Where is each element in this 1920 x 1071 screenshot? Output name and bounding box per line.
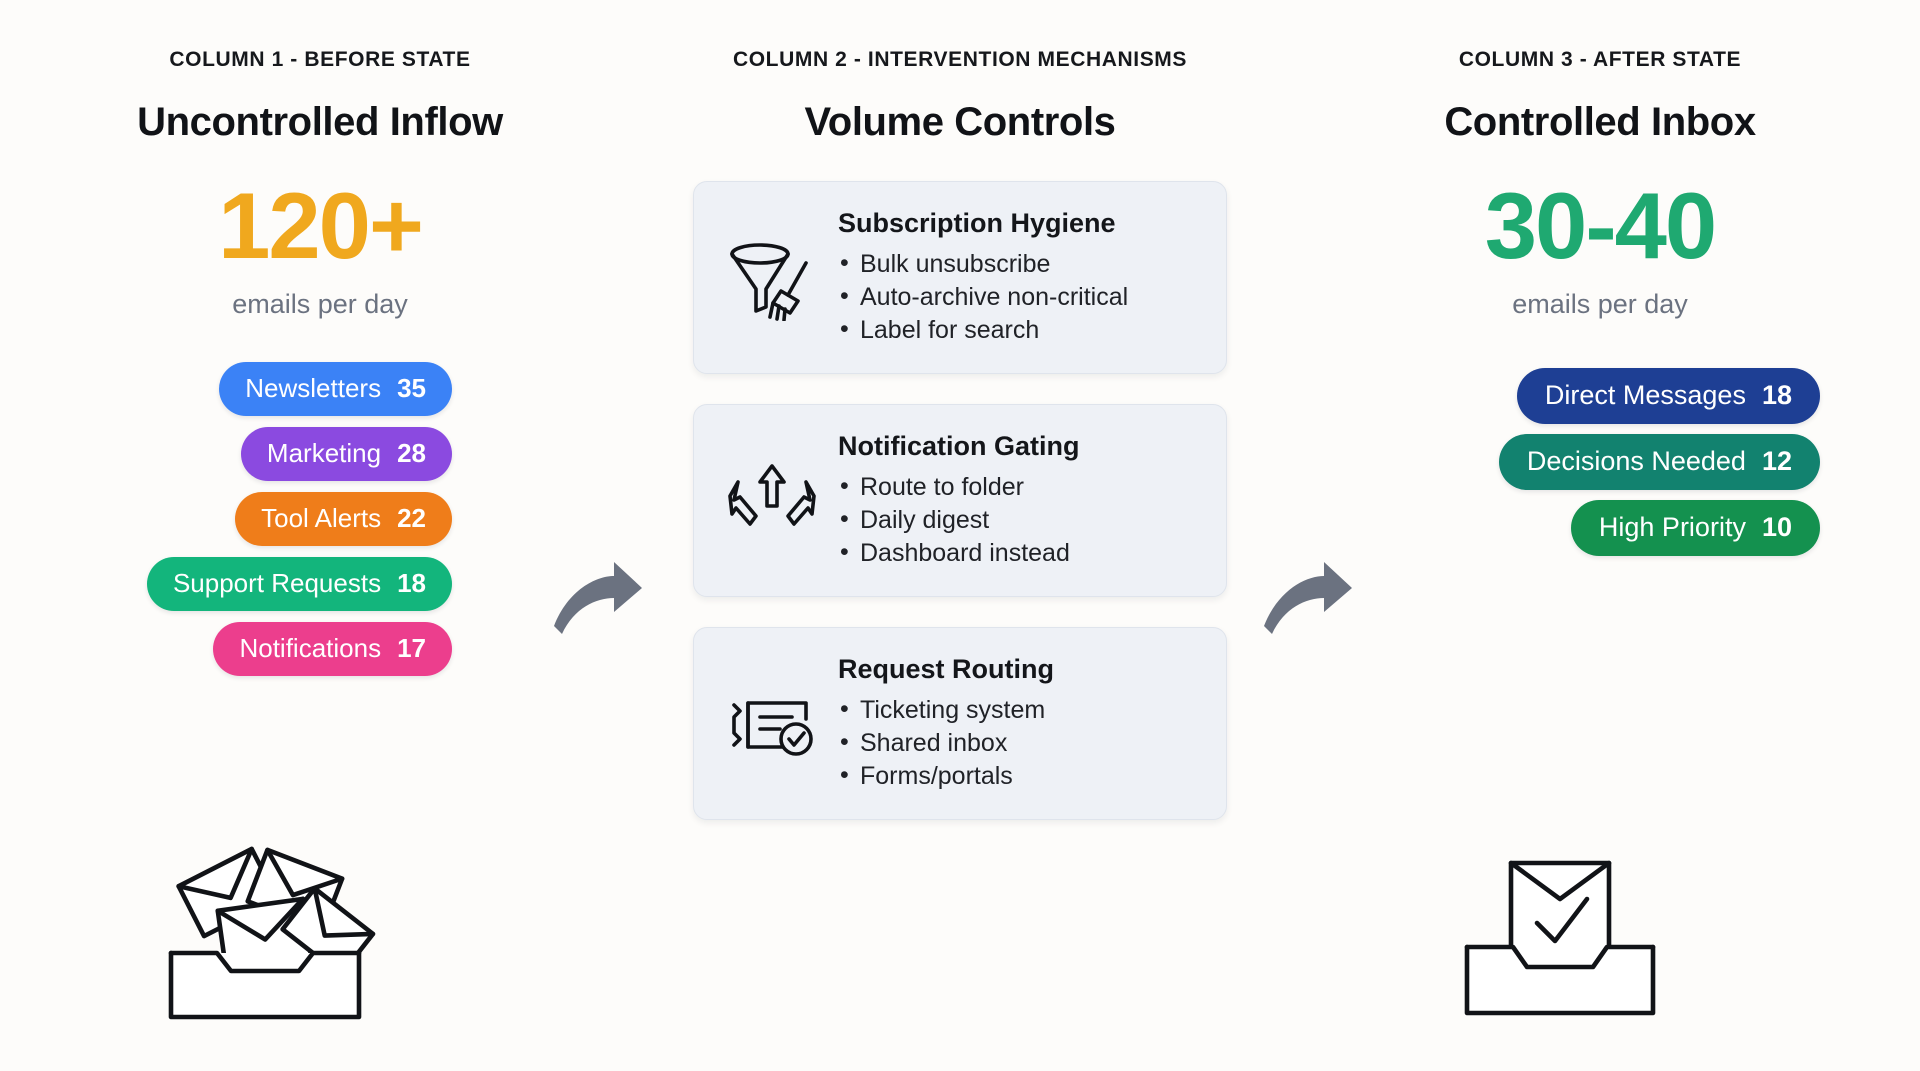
pill-label: Notifications: [239, 633, 382, 663]
pill-value: 12: [1761, 446, 1792, 476]
route-arrows-icon: [724, 458, 820, 544]
pill-value: 22: [397, 503, 426, 533]
card-bullet-list: Ticketing system Shared inbox Forms/port…: [838, 693, 1202, 793]
pill-notifications[interactable]: Notifications 17: [213, 622, 452, 676]
card-bullet: Route to folder: [838, 470, 1202, 504]
column-2-title: Volume Controls: [804, 100, 1116, 144]
pill-value: 10: [1761, 512, 1792, 542]
after-stat-value: 30-40: [1484, 173, 1717, 278]
card-bullet: Shared inbox: [838, 726, 1202, 760]
before-stat-value: 120+: [218, 173, 424, 278]
before-category-pill-list: Newsletters 35 Marketing 28 Tool Alerts …: [0, 362, 640, 676]
card-title: Subscription Hygiene: [838, 208, 1116, 238]
pill-newsletters[interactable]: Newsletters 35: [219, 362, 452, 416]
inbox-tray-illustration: [1280, 837, 1920, 1027]
pill-direct-messages[interactable]: Direct Messages 18: [1516, 368, 1820, 424]
card-bullet: Ticketing system: [838, 693, 1202, 727]
card-bullet: Bulk unsubscribe: [838, 247, 1202, 281]
column-1-kicker: COLUMN 1 - BEFORE STATE: [169, 48, 471, 71]
card-bullet-list: Bulk unsubscribe Auto-archive non-critic…: [838, 247, 1202, 347]
pill-label: Tool Alerts: [261, 503, 382, 533]
pill-label: Decisions Needed: [1526, 446, 1746, 476]
column-after-state: COLUMN 3 - AFTER STATE Controlled Inbox …: [1280, 0, 1920, 1071]
pill-value: 18: [1761, 380, 1792, 410]
card-bullet-list: Route to folder Daily digest Dashboard i…: [838, 470, 1202, 570]
pill-support-requests[interactable]: Support Requests 18: [146, 557, 452, 611]
pill-tool-alerts[interactable]: Tool Alerts 22: [235, 492, 452, 546]
column-before-state: COLUMN 1 - BEFORE STATE Uncontrolled Inf…: [0, 0, 640, 1071]
card-bullet: Auto-archive non-critical: [838, 280, 1202, 314]
card-bullet: Label for search: [838, 313, 1202, 347]
column-intervention-mechanisms: COLUMN 2 - INTERVENTION MECHANISMS Volum…: [640, 0, 1280, 1071]
card-bullet: Daily digest: [838, 503, 1202, 537]
pill-value: 18: [397, 568, 426, 598]
before-stat-caption: emails per day: [232, 289, 408, 319]
curved-arrow-icon: [554, 562, 642, 634]
arrow-col1-to-col2: [548, 560, 644, 640]
pill-value: 35: [397, 373, 426, 403]
column-1-title: Uncontrolled Inflow: [137, 100, 503, 144]
card-notification-gating[interactable]: Notification Gating Route to folder Dail…: [693, 404, 1227, 597]
column-3-title: Controlled Inbox: [1444, 100, 1756, 144]
messy-envelopes-illustration: [0, 835, 640, 1027]
pill-marketing[interactable]: Marketing 28: [240, 427, 452, 481]
inbox-tray-check-icon: [1464, 860, 1656, 1016]
card-subscription-hygiene[interactable]: Subscription Hygiene Bulk unsubscribe Au…: [693, 181, 1227, 374]
mechanism-card-list: Subscription Hygiene Bulk unsubscribe Au…: [640, 181, 1280, 820]
pill-value: 17: [397, 633, 426, 663]
card-body: Request Routing Ticketing system Shared …: [838, 654, 1202, 793]
arrow-col2-to-col3: [1258, 560, 1354, 640]
card-bullet: Forms/portals: [838, 759, 1202, 793]
after-stat-caption: emails per day: [1512, 289, 1688, 319]
card-request-routing[interactable]: Request Routing Ticketing system Shared …: [693, 627, 1227, 820]
pill-label: Marketing: [266, 438, 382, 468]
pill-label: Newsletters: [245, 373, 382, 403]
card-bullet: Dashboard instead: [838, 536, 1202, 570]
pill-label: Direct Messages: [1544, 380, 1746, 410]
ticket-check-icon: [724, 683, 820, 765]
messy-envelopes-icon: [168, 846, 376, 1020]
funnel-broom-icon: [724, 235, 820, 321]
pill-label: High Priority: [1598, 512, 1746, 542]
after-category-pill-list: Direct Messages 18 Decisions Needed 12 H…: [1280, 368, 1920, 556]
curved-arrow-icon: [1264, 562, 1352, 634]
column-2-kicker: COLUMN 2 - INTERVENTION MECHANISMS: [732, 48, 1188, 71]
card-body: Subscription Hygiene Bulk unsubscribe Au…: [838, 208, 1202, 347]
pill-high-priority[interactable]: High Priority 10: [1570, 500, 1820, 556]
pill-label: Support Requests: [172, 568, 382, 598]
pill-value: 28: [397, 438, 426, 468]
card-title: Request Routing: [838, 654, 1054, 684]
pill-decisions-needed[interactable]: Decisions Needed 12: [1498, 434, 1820, 490]
card-body: Notification Gating Route to folder Dail…: [838, 431, 1202, 570]
column-3-kicker: COLUMN 3 - AFTER STATE: [1458, 48, 1742, 71]
card-title: Notification Gating: [838, 431, 1080, 461]
